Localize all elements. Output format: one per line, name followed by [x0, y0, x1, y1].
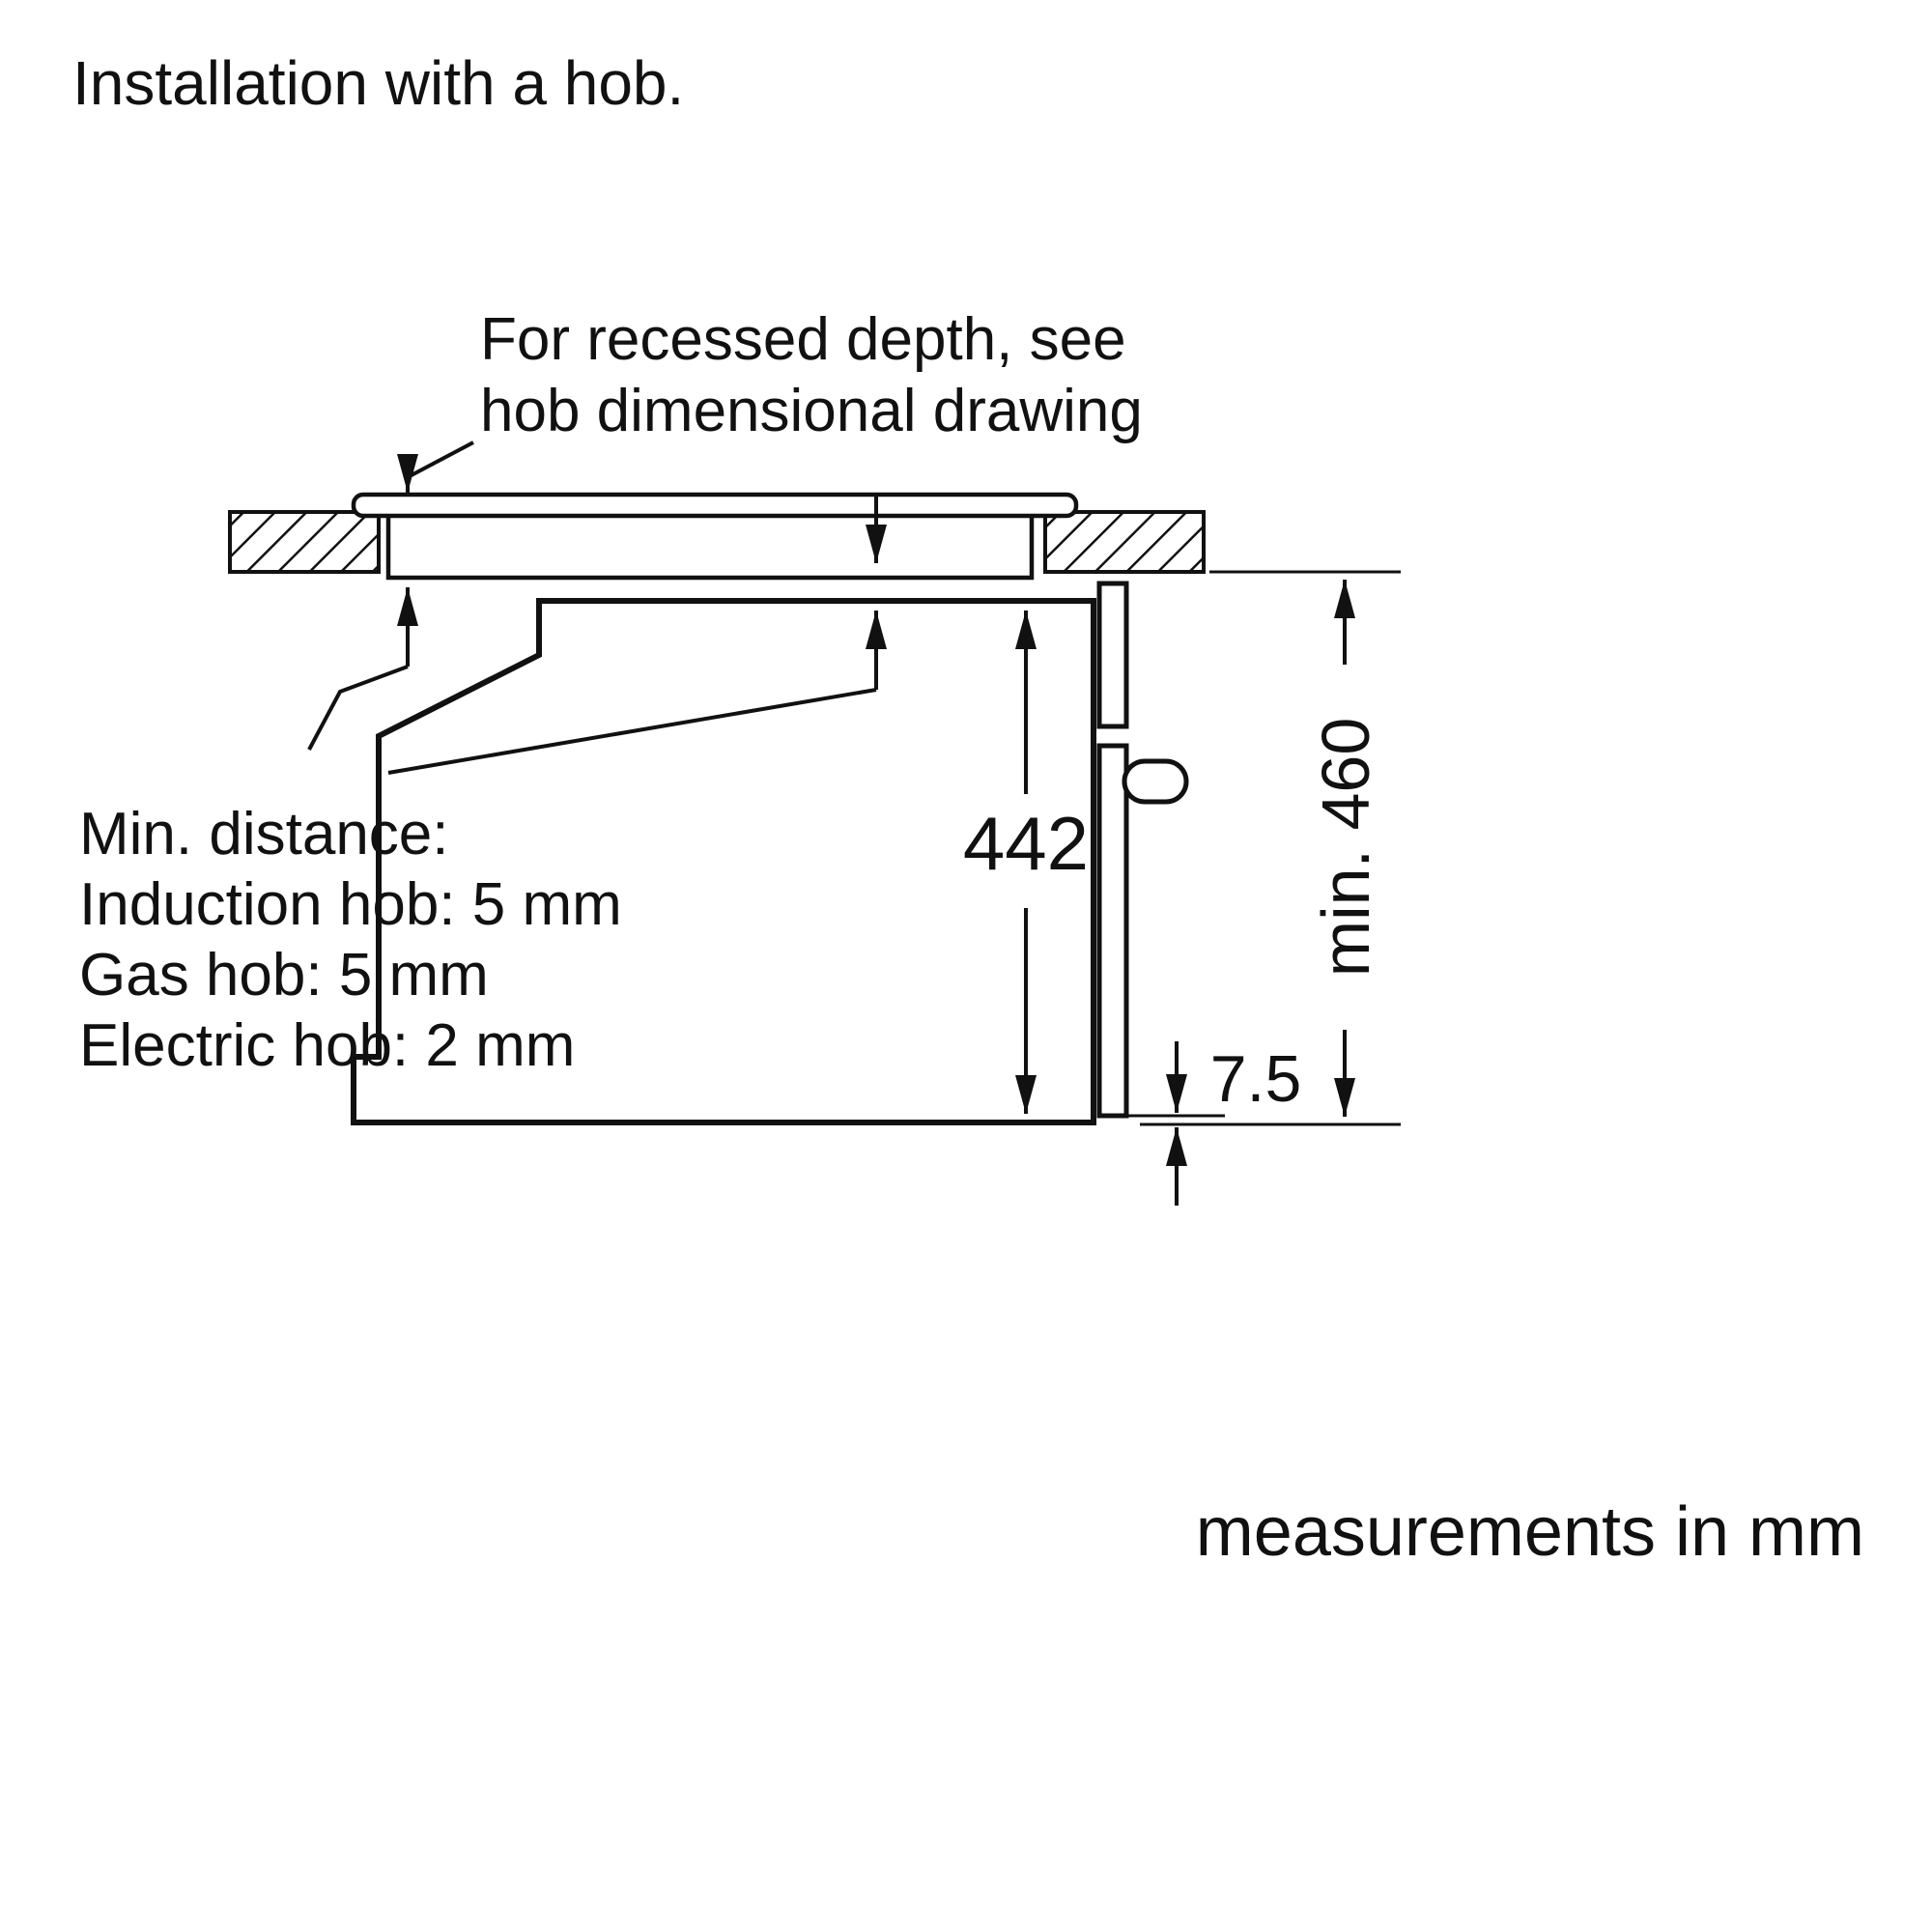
page-title: Installation with a hob. — [72, 48, 684, 118]
footer-note: measurements in mm — [1196, 1493, 1864, 1571]
dim-min460-label: min. 460 — [1308, 718, 1383, 977]
min-distance-leader-right — [387, 688, 877, 775]
worktop-section-right — [1043, 510, 1206, 574]
oven-door-front — [1096, 743, 1129, 1119]
oven-control-panel-front — [1096, 581, 1129, 729]
min-distance-induction: Induction hob: 5 mm — [79, 871, 622, 938]
recessed-depth-leader-arrow — [397, 440, 474, 493]
min-distance-gas: Gas hob: 5 mm — [79, 942, 489, 1009]
callout-recessed-depth-line1: For recessed depth, see — [480, 306, 1126, 373]
dim-442-label: 442 — [963, 801, 1089, 886]
dim-75-label: 7.5 — [1210, 1042, 1302, 1116]
hob-glass — [351, 492, 1079, 519]
hob-body — [385, 515, 1035, 581]
oven-door-handle-knob — [1122, 758, 1189, 805]
min-distance-electric: Electric hob: 2 mm — [79, 1012, 575, 1079]
min-distance-leader-left — [307, 665, 409, 751]
worktop-section-left — [228, 510, 381, 574]
oven-outline — [351, 598, 1096, 1125]
callout-recessed-depth-line2: hob dimensional drawing — [480, 378, 1143, 444]
min-distance-heading: Min. distance: — [79, 801, 449, 867]
